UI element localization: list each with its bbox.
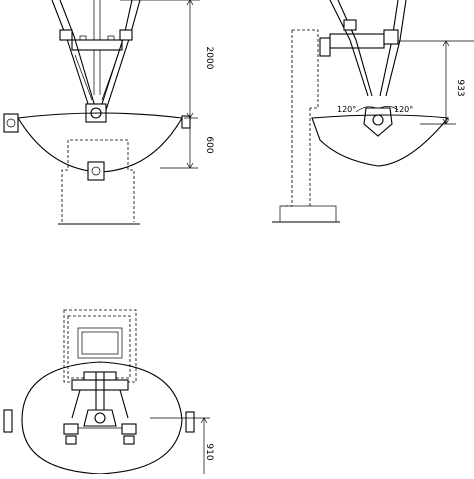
angle-right: 120° bbox=[394, 105, 413, 114]
dim-front-lower: 600 bbox=[204, 136, 214, 153]
angle-left: 120° bbox=[337, 105, 356, 114]
dim-side-height: 933 bbox=[455, 79, 465, 96]
top-view: 910 bbox=[3, 309, 214, 475]
front-view: 2000 600 bbox=[3, 0, 214, 225]
dim-top-depth: 910 bbox=[204, 443, 214, 460]
dim-front-height: 2000 bbox=[204, 47, 214, 70]
side-view: 120° 120° 933 bbox=[272, 0, 474, 223]
